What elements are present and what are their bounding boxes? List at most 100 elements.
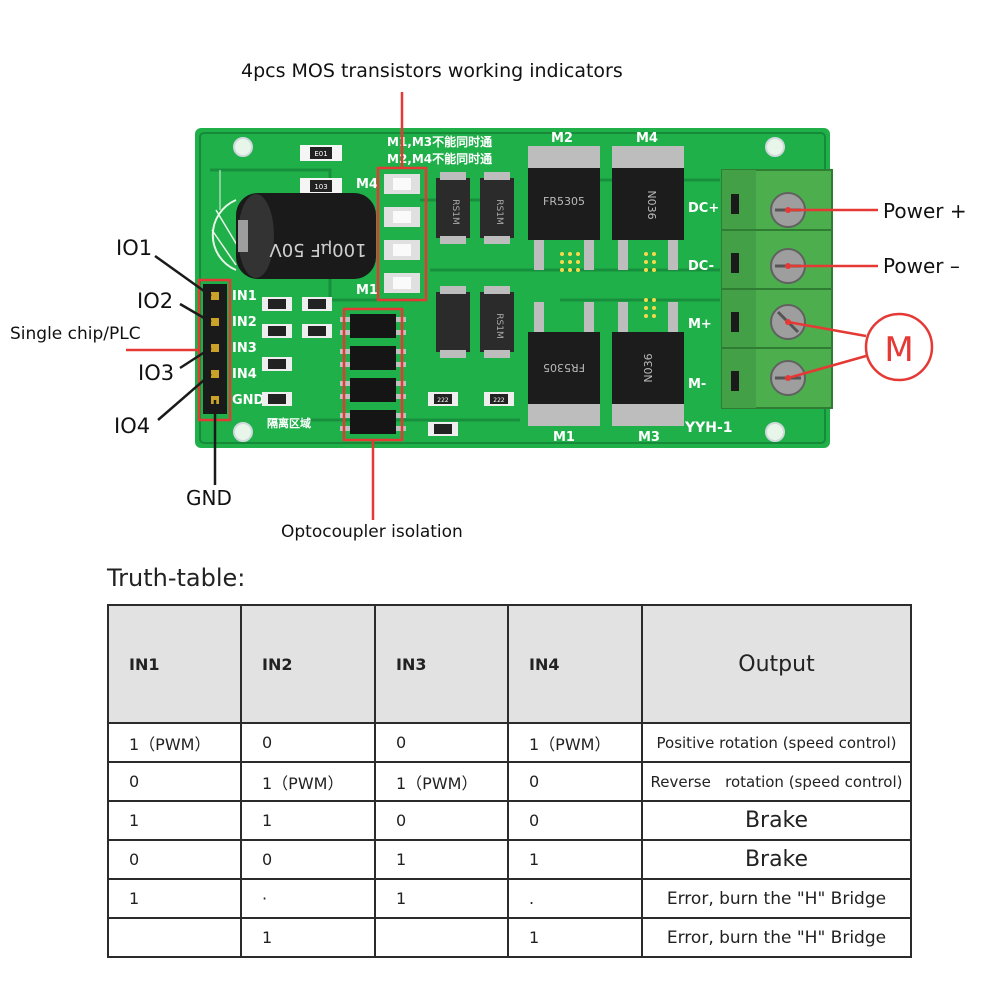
svg-text:E01: E01 [314,150,327,158]
truth-table: IN1 IN2 IN3 IN4 Output 1（PWM） 0 0 1（PWM）… [107,604,912,958]
warning-line-2: M2,M4不能同时通 [387,151,492,166]
table-cell: 0 [374,800,509,841]
input-resistors [262,297,332,406]
truth-table-title: Truth-table: [107,564,246,592]
svg-text:M4: M4 [356,177,378,192]
table-row: 1 · 1 . Error, burn the "H" Bridge [107,878,912,919]
driver-board-diagram: M1,M3不能同时通 M2,M4不能同时通 E01 103 100µF 50V … [126,92,934,520]
motor-symbol [864,312,934,382]
terminal-labels: DC+ DC- M+ M- [688,201,719,392]
screw-terminal-block [721,169,833,409]
svg-text:N036: N036 [645,190,658,219]
electrolytic-capacitor: 100µF 50V [236,193,376,279]
svg-text:IN1: IN1 [232,289,257,304]
capacitor-label: 100µF 50V [269,239,367,260]
svg-text:103: 103 [314,183,327,191]
svg-text:FR5305: FR5305 [543,195,585,208]
gnd-label: GND [186,486,232,510]
svg-text:M-: M- [688,377,706,392]
motor-label: M [884,330,913,370]
table-cell: 1 [107,800,242,841]
svg-text:M3: M3 [638,430,660,445]
table-cell [374,917,509,958]
table-cell: 1 [374,878,509,919]
svg-text:M+: M+ [688,317,712,332]
mos-indicators-label: 4pcs MOS transistors working indicators [241,60,623,82]
io4-label: IO4 [114,414,151,438]
io3-label: IO3 [138,361,175,385]
mos-indicator-leds: M4 M1 [356,174,420,298]
pin-header: IN1 IN2 IN3 IN4 GND [203,284,265,414]
table-cell: 0 [374,722,509,763]
svg-text:FR5305: FR5305 [543,361,585,374]
mosfet-m2: M2 FR5305 [528,131,600,270]
table-cell: 1 [107,878,242,919]
output-cell: Brake [641,839,912,880]
mounting-holes [233,137,785,442]
svg-text:N036: N036 [642,353,655,382]
mosfet-m3: N036 M3 [612,302,684,445]
table-cell: 1（PWM） [240,761,376,802]
isolation-silkscreen: 隔离区域 [267,416,311,430]
svg-text:IN3: IN3 [232,341,257,356]
svg-text:IN4: IN4 [232,367,257,382]
svg-text:222: 222 [437,397,449,404]
table-cell: 1 [507,917,643,958]
header-in3: IN3 [374,604,509,724]
output-cell: Positive rotation (speed control) [641,722,912,763]
table-row: 0 1（PWM） 1（PWM） 0 Reverse rotation (spee… [107,761,912,802]
output-cell: Reverse rotation (speed control) [641,761,912,802]
svg-text:GND: GND [232,393,265,408]
svg-text:IN2: IN2 [232,315,257,330]
table-cell: 0 [507,800,643,841]
table-cell: 0 [107,839,242,880]
table-cell: 1 [374,839,509,880]
table-header-row: IN1 IN2 IN3 IN4 Output [107,604,912,724]
table-cell: . [507,878,643,919]
svg-text:M4: M4 [636,131,658,146]
table-cell [107,917,242,958]
header-in4: IN4 [507,604,643,724]
mosfet-m4: M4 N036 [612,131,684,270]
table-cell: 1 [240,917,376,958]
header-output: Output [641,604,912,724]
output-cell: Brake [641,800,912,841]
svg-text:RS1M: RS1M [450,199,460,224]
table-cell: 1 [240,800,376,841]
mosfet-m1: FR5305 M1 [528,302,600,445]
power-minus-label: Power – [883,254,960,278]
svg-text:M1: M1 [553,430,575,445]
power-plus-label: Power + [883,199,967,223]
svg-text:RS1M: RS1M [494,313,504,338]
smd-resistors-bottom: 222 222 [428,392,514,436]
table-cell: · [240,878,376,919]
svg-text:M1: M1 [356,283,378,298]
diodes: RS1M RS1M RS1M [436,172,514,358]
smd-resistors-top: E01 103 [300,145,342,194]
table-cell: 0 [240,722,376,763]
io1-label: IO1 [116,236,153,260]
table-cell: 1（PWM） [374,761,509,802]
output-cell: Error, burn the "H" Bridge [641,917,912,958]
svg-text:M2: M2 [551,131,573,146]
output-cell: Error, burn the "H" Bridge [641,878,912,919]
callout-lines-black [154,254,217,485]
table-row: 1（PWM） 0 0 1（PWM） Positive rotation (spe… [107,722,912,763]
header-in1: IN1 [107,604,242,724]
single-chip-label: Single chip/PLC [10,324,141,344]
svg-text:222: 222 [493,397,505,404]
table-cell: 1（PWM） [107,722,242,763]
optocoupler-label: Optocoupler isolation [281,522,463,542]
table-cell: 1（PWM） [507,722,643,763]
table-cell: 0 [107,761,242,802]
io2-label: IO2 [137,289,174,313]
table-cell: 0 [240,839,376,880]
table-cell: 1 [507,839,643,880]
callout-lines-red [126,92,878,520]
table-cell: 0 [507,761,643,802]
table-row: 1 1 0 0 Brake [107,800,912,841]
svg-text:DC-: DC- [688,259,714,274]
via-grid [560,252,656,318]
table-row: 0 0 1 1 Brake [107,839,912,880]
header-in2: IN2 [240,604,376,724]
